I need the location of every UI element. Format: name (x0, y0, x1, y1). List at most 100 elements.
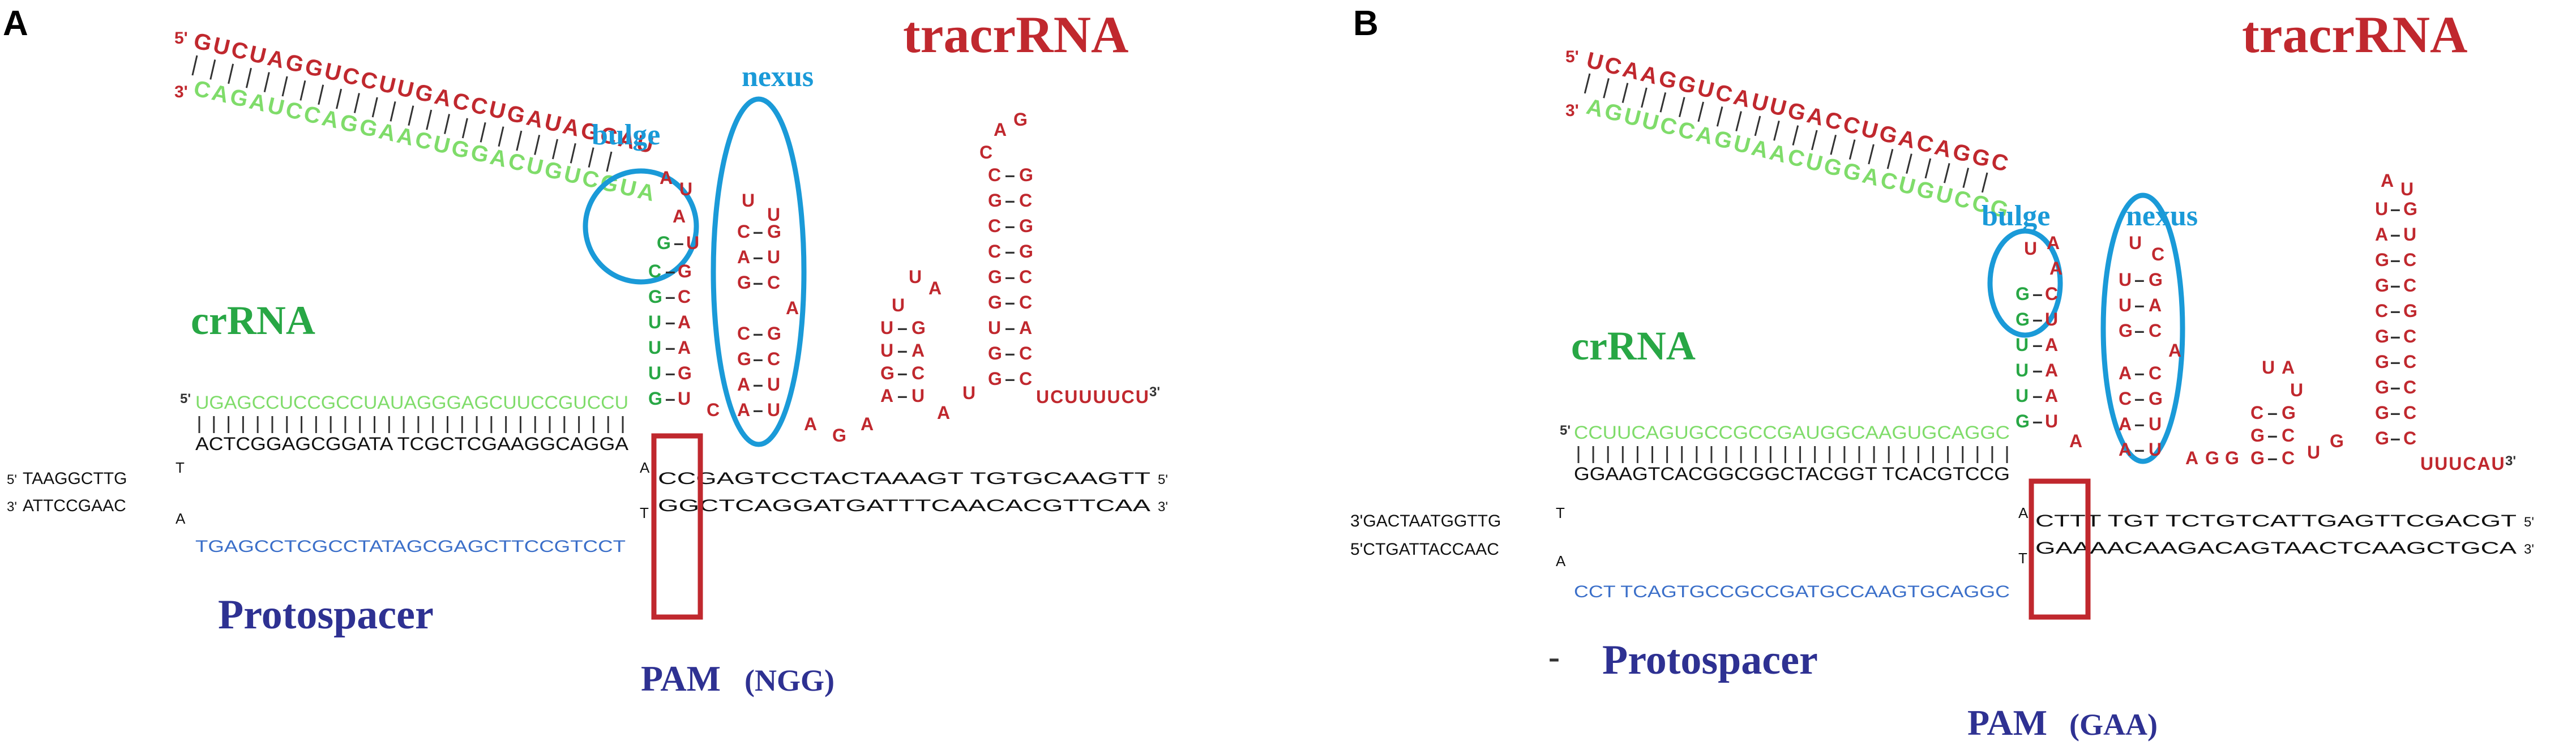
svg-text:–: – (665, 363, 675, 383)
panel-a-pam-box (651, 433, 703, 620)
panel-a-repeat-three: 3' (174, 83, 188, 101)
panel-b-crrna-spacer: CCUUCAGUGCCGCCGAUGGCAAGUGCAGGC (1574, 422, 2010, 443)
panel-b-tail-three: 3' (2505, 453, 2516, 469)
svg-text:A: A (2119, 439, 2132, 460)
svg-text:C: C (1019, 343, 1032, 363)
svg-text:G: G (2375, 275, 2389, 296)
basepair-tick (1621, 83, 1629, 103)
svg-text:G: G (1019, 165, 1033, 185)
svg-text:U: U (2403, 224, 2416, 245)
panel-b-junction-t2: T (2018, 550, 2027, 567)
svg-text:U: U (2400, 179, 2414, 199)
basepair-tick (534, 135, 541, 155)
svg-text:C: C (1019, 292, 1032, 312)
basepair-tick (516, 130, 523, 151)
panel-a-stem-nucleotides: A U A G – U C–G G–C U–A U–A U–G G–U C UU… (648, 109, 1033, 446)
svg-text:G: G (1019, 216, 1033, 236)
svg-text:C: C (737, 323, 750, 344)
svg-text:A: A (678, 337, 691, 358)
panel-a-bulge-circle (583, 168, 699, 285)
basepair-tick (191, 55, 198, 76)
svg-text:G: G (2375, 352, 2389, 372)
svg-text:G: G (678, 363, 692, 383)
svg-text:A: A (2069, 431, 2082, 451)
panel-b-letter: B (1353, 4, 1379, 43)
svg-text:C: C (988, 216, 1001, 236)
svg-text:–: – (2390, 275, 2400, 296)
panel-a-right-dna-bottom: GGCTCAGGATGATTTCAACACGTTCAA (658, 496, 1150, 515)
svg-text:–: – (2134, 269, 2145, 290)
panel-a-tail: UCUUUUCU (1036, 387, 1150, 407)
panel-a-tracrrna-label: tracrRNA (903, 6, 1128, 63)
panel-a-junction-t2: T (640, 504, 649, 521)
basepair-tick (371, 97, 378, 118)
panel-b-junction-t: T (1556, 504, 1565, 521)
svg-text:G: G (2375, 377, 2389, 397)
svg-text:A: A (2045, 386, 2058, 406)
svg-text:A: A (2047, 233, 2060, 253)
svg-text:–: – (665, 388, 675, 409)
svg-text:A: A (673, 206, 686, 226)
svg-text:–: – (1005, 292, 1015, 312)
svg-text:–: – (2390, 352, 2400, 372)
svg-text:G: G (880, 363, 895, 383)
panel-b-protospacer-seq: CCT TCAGTGCCGCCGATGCCAAGTGCAGGC (1574, 583, 2010, 601)
svg-text:A: A (861, 414, 874, 434)
svg-text:U: U (2016, 386, 2029, 406)
svg-text:G: G (2375, 428, 2389, 448)
panel-b-protospacer-label: Protospacer (1602, 637, 1818, 683)
panel-a-junction-a2: A (640, 459, 650, 476)
basepair-tick (390, 101, 396, 122)
svg-text:U: U (988, 318, 1001, 338)
panel-a-junction-t: T (176, 459, 185, 476)
svg-text:U: U (880, 318, 893, 338)
svg-text:G: G (2119, 320, 2133, 341)
svg-text:C: C (2403, 275, 2416, 296)
svg-text:C: C (912, 363, 925, 383)
svg-text:G: G (2375, 403, 2389, 423)
svg-text:A: A (2185, 448, 2198, 468)
panel-b-repeat-basepairs (1584, 73, 1988, 193)
basepair-tick (606, 151, 613, 172)
svg-text:C: C (988, 165, 1001, 185)
svg-text:G: G (832, 425, 846, 446)
svg-text:U: U (648, 312, 661, 332)
panel-b-target-strand: GGAAGTCACGGCGGCTACGGT TCACGTCCG (1574, 464, 2010, 484)
panel-b-right-dna-top: CTTT TGT TCTGTCATTGAGTTCGACGT (2035, 512, 2517, 530)
svg-text:–: – (2032, 335, 2043, 355)
svg-text:–: – (1005, 241, 1015, 262)
svg-text:–: – (1005, 318, 1015, 338)
svg-text:A: A (912, 340, 925, 361)
svg-text:A: A (2045, 360, 2058, 380)
svg-text:A: A (2045, 335, 2058, 355)
panel-a-crrna-spacer: UGAGCCUCCGCCUAUAGGGAGCUUCCGUCCU (195, 392, 628, 413)
svg-text:G: G (988, 292, 1002, 312)
svg-text:G: G (2250, 448, 2265, 468)
panel-b-pam-label: PAM (1967, 703, 2047, 743)
panel-a-protospacer-seq: TGAGCCTCGCCTATAGCGAGCTTCCGTCCT (195, 537, 626, 556)
panel-b-tracrrna-label: tracrRNA (2242, 6, 2467, 63)
svg-text:G: G (678, 261, 692, 281)
panel-a-pam-seq: (NGG) (744, 663, 835, 697)
basepair-tick (1868, 144, 1875, 165)
panel-a-nexus-label: nexus (742, 61, 814, 93)
svg-text:A: A (737, 374, 750, 395)
svg-text:–: – (1005, 165, 1015, 185)
svg-text:–: – (2134, 295, 2145, 315)
svg-text:U: U (2262, 357, 2275, 378)
panel-b-bulge-label: bulge (1982, 200, 2050, 232)
svg-text:C: C (737, 221, 750, 242)
basepair-tick (551, 139, 558, 160)
svg-text:–: – (897, 386, 908, 406)
svg-text:U: U (686, 233, 699, 253)
svg-text:–: – (2134, 439, 2145, 460)
svg-text:U: U (679, 179, 692, 199)
svg-text:–: – (2390, 250, 2400, 270)
panel-b: B 5' 3' UCAAGGUCAUUGACCUGACAGGC AGUUCCAG… (1350, 4, 2534, 743)
basepair-tick (1906, 153, 1912, 174)
svg-text:–: – (2134, 320, 2145, 341)
svg-text:G: G (737, 349, 751, 369)
svg-text:U: U (880, 340, 893, 361)
svg-text:U: U (2307, 442, 2320, 463)
svg-text:G: G (2205, 448, 2219, 468)
